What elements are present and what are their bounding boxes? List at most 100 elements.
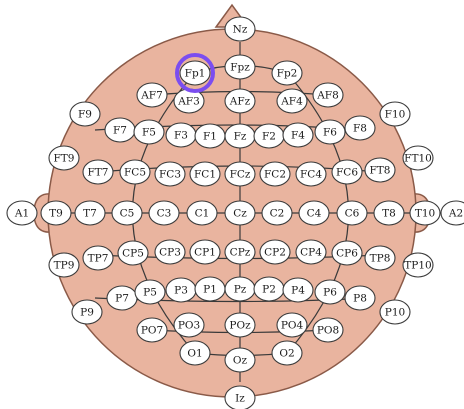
electrode-label: O1 xyxy=(187,348,202,360)
electrode-fp1: Fp1 xyxy=(179,60,211,86)
electrode-marker xyxy=(6,200,38,226)
electrode-label: FC2 xyxy=(264,169,286,181)
electrode-label: C3 xyxy=(157,208,172,220)
electrode-p3: P3 xyxy=(165,277,197,303)
electrode-af8: AF8 xyxy=(312,82,344,108)
electrode-a1: A1 xyxy=(6,200,38,226)
electrode-marker xyxy=(224,54,256,80)
electrode-cpz: CPz xyxy=(224,239,256,265)
electrode-marker xyxy=(271,340,303,366)
electrode-marker xyxy=(224,312,256,338)
electrode-marker xyxy=(344,115,376,141)
electrode-marker xyxy=(282,122,314,148)
electrode-ft9: FT9 xyxy=(48,145,80,171)
electrode-marker xyxy=(82,245,114,271)
electrode-marker xyxy=(154,239,186,265)
electrode-marker xyxy=(82,159,114,185)
electrode-t7: T7 xyxy=(74,200,106,226)
electrode-label: FT8 xyxy=(370,165,391,177)
electrode-c3: C3 xyxy=(148,200,180,226)
electrode-marker xyxy=(71,299,103,325)
electrode-p8: P8 xyxy=(344,285,376,311)
electrode-fcz: FCz xyxy=(224,161,256,187)
electrode-marker xyxy=(336,200,368,226)
electrode-marker xyxy=(331,240,363,266)
electrode-label: FC3 xyxy=(159,169,181,181)
electrode-cp3: CP3 xyxy=(154,239,186,265)
electrode-label: AF3 xyxy=(177,96,200,108)
electrode-o2: O2 xyxy=(271,340,303,366)
electrode-label: T9 xyxy=(49,208,63,220)
electrode-label: FCz xyxy=(230,169,251,181)
electrode-label: F6 xyxy=(323,127,337,139)
electrode-f8: F8 xyxy=(344,115,376,141)
electrode-ft10: FT10 xyxy=(402,145,434,171)
electrode-cp2: CP2 xyxy=(259,239,291,265)
electrode-marker xyxy=(173,312,205,338)
electrode-label: Fz xyxy=(234,131,247,143)
electrode-label: F4 xyxy=(291,130,305,142)
electrode-iz: Iz xyxy=(224,385,256,409)
electrode-afz: AFz xyxy=(224,88,256,114)
electrode-label: F5 xyxy=(142,127,156,139)
electrode-label: F7 xyxy=(113,125,127,137)
electrode-cz: Cz xyxy=(224,200,256,226)
electrode-label: FT9 xyxy=(54,153,75,165)
electrode-p4: P4 xyxy=(282,277,314,303)
electrode-c5: C5 xyxy=(111,200,143,226)
electrode-marker xyxy=(74,200,106,226)
electrode-label: AF8 xyxy=(316,90,339,102)
electrode-label: A2 xyxy=(448,208,463,220)
electrode-label: FC5 xyxy=(124,167,146,179)
electrode-label: C5 xyxy=(120,208,135,220)
electrode-label: PO7 xyxy=(141,325,163,337)
electrode-label: P4 xyxy=(291,285,305,297)
electrode-po4: PO4 xyxy=(276,312,308,338)
electrode-label: Fpz xyxy=(230,62,250,74)
electrode-marker xyxy=(119,159,151,185)
electrode-marker xyxy=(440,200,464,226)
electrode-label: P9 xyxy=(80,307,94,319)
electrode-label: TP10 xyxy=(404,260,431,272)
electrode-marker xyxy=(224,16,256,42)
electrode-a2: A2 xyxy=(440,200,464,226)
electrode-af3: AF3 xyxy=(173,88,205,114)
electrode-fc4: FC4 xyxy=(295,161,327,187)
electrode-marker xyxy=(312,82,344,108)
electrode-marker xyxy=(48,252,80,278)
electrode-o1: O1 xyxy=(179,340,211,366)
electrode-label: CP4 xyxy=(300,247,322,259)
electrode-p5: P5 xyxy=(134,279,166,305)
electrode-label: FC6 xyxy=(336,167,358,179)
electrode-f4: F4 xyxy=(282,122,314,148)
electrode-marker xyxy=(133,119,165,145)
electrode-marker xyxy=(259,161,291,187)
electrode-marker xyxy=(136,82,168,108)
electrode-f1: F1 xyxy=(194,123,226,149)
electrode-fpz: Fpz xyxy=(224,54,256,80)
electrode-marker xyxy=(179,340,211,366)
electrode-label: T10 xyxy=(415,208,435,220)
electrode-label: P5 xyxy=(143,287,157,299)
electrode-tp9: TP9 xyxy=(48,252,80,278)
electrode-marker xyxy=(344,285,376,311)
electrode-label: TP8 xyxy=(370,253,391,265)
electrode-cp4: CP4 xyxy=(295,239,327,265)
electrode-f9: F9 xyxy=(69,101,101,127)
electrode-p2: P2 xyxy=(253,276,285,302)
electrode-label: Pz xyxy=(234,284,247,296)
electrode-t9: T9 xyxy=(40,200,72,226)
electrode-marker xyxy=(40,200,72,226)
electrode-label: C1 xyxy=(195,208,210,220)
electrode-p1: P1 xyxy=(194,276,226,302)
electrode-marker xyxy=(179,60,211,86)
electrode-marker xyxy=(276,312,308,338)
electrode-label: CP6 xyxy=(336,248,358,260)
electrode-oz: Oz xyxy=(224,347,256,373)
electrode-label: PO3 xyxy=(178,320,200,332)
electrode-label: P1 xyxy=(203,284,217,296)
electrode-c2: C2 xyxy=(261,200,293,226)
electrode-cp1: CP1 xyxy=(189,239,221,265)
electrode-label: F2 xyxy=(262,131,276,143)
electrode-marker xyxy=(189,161,221,187)
